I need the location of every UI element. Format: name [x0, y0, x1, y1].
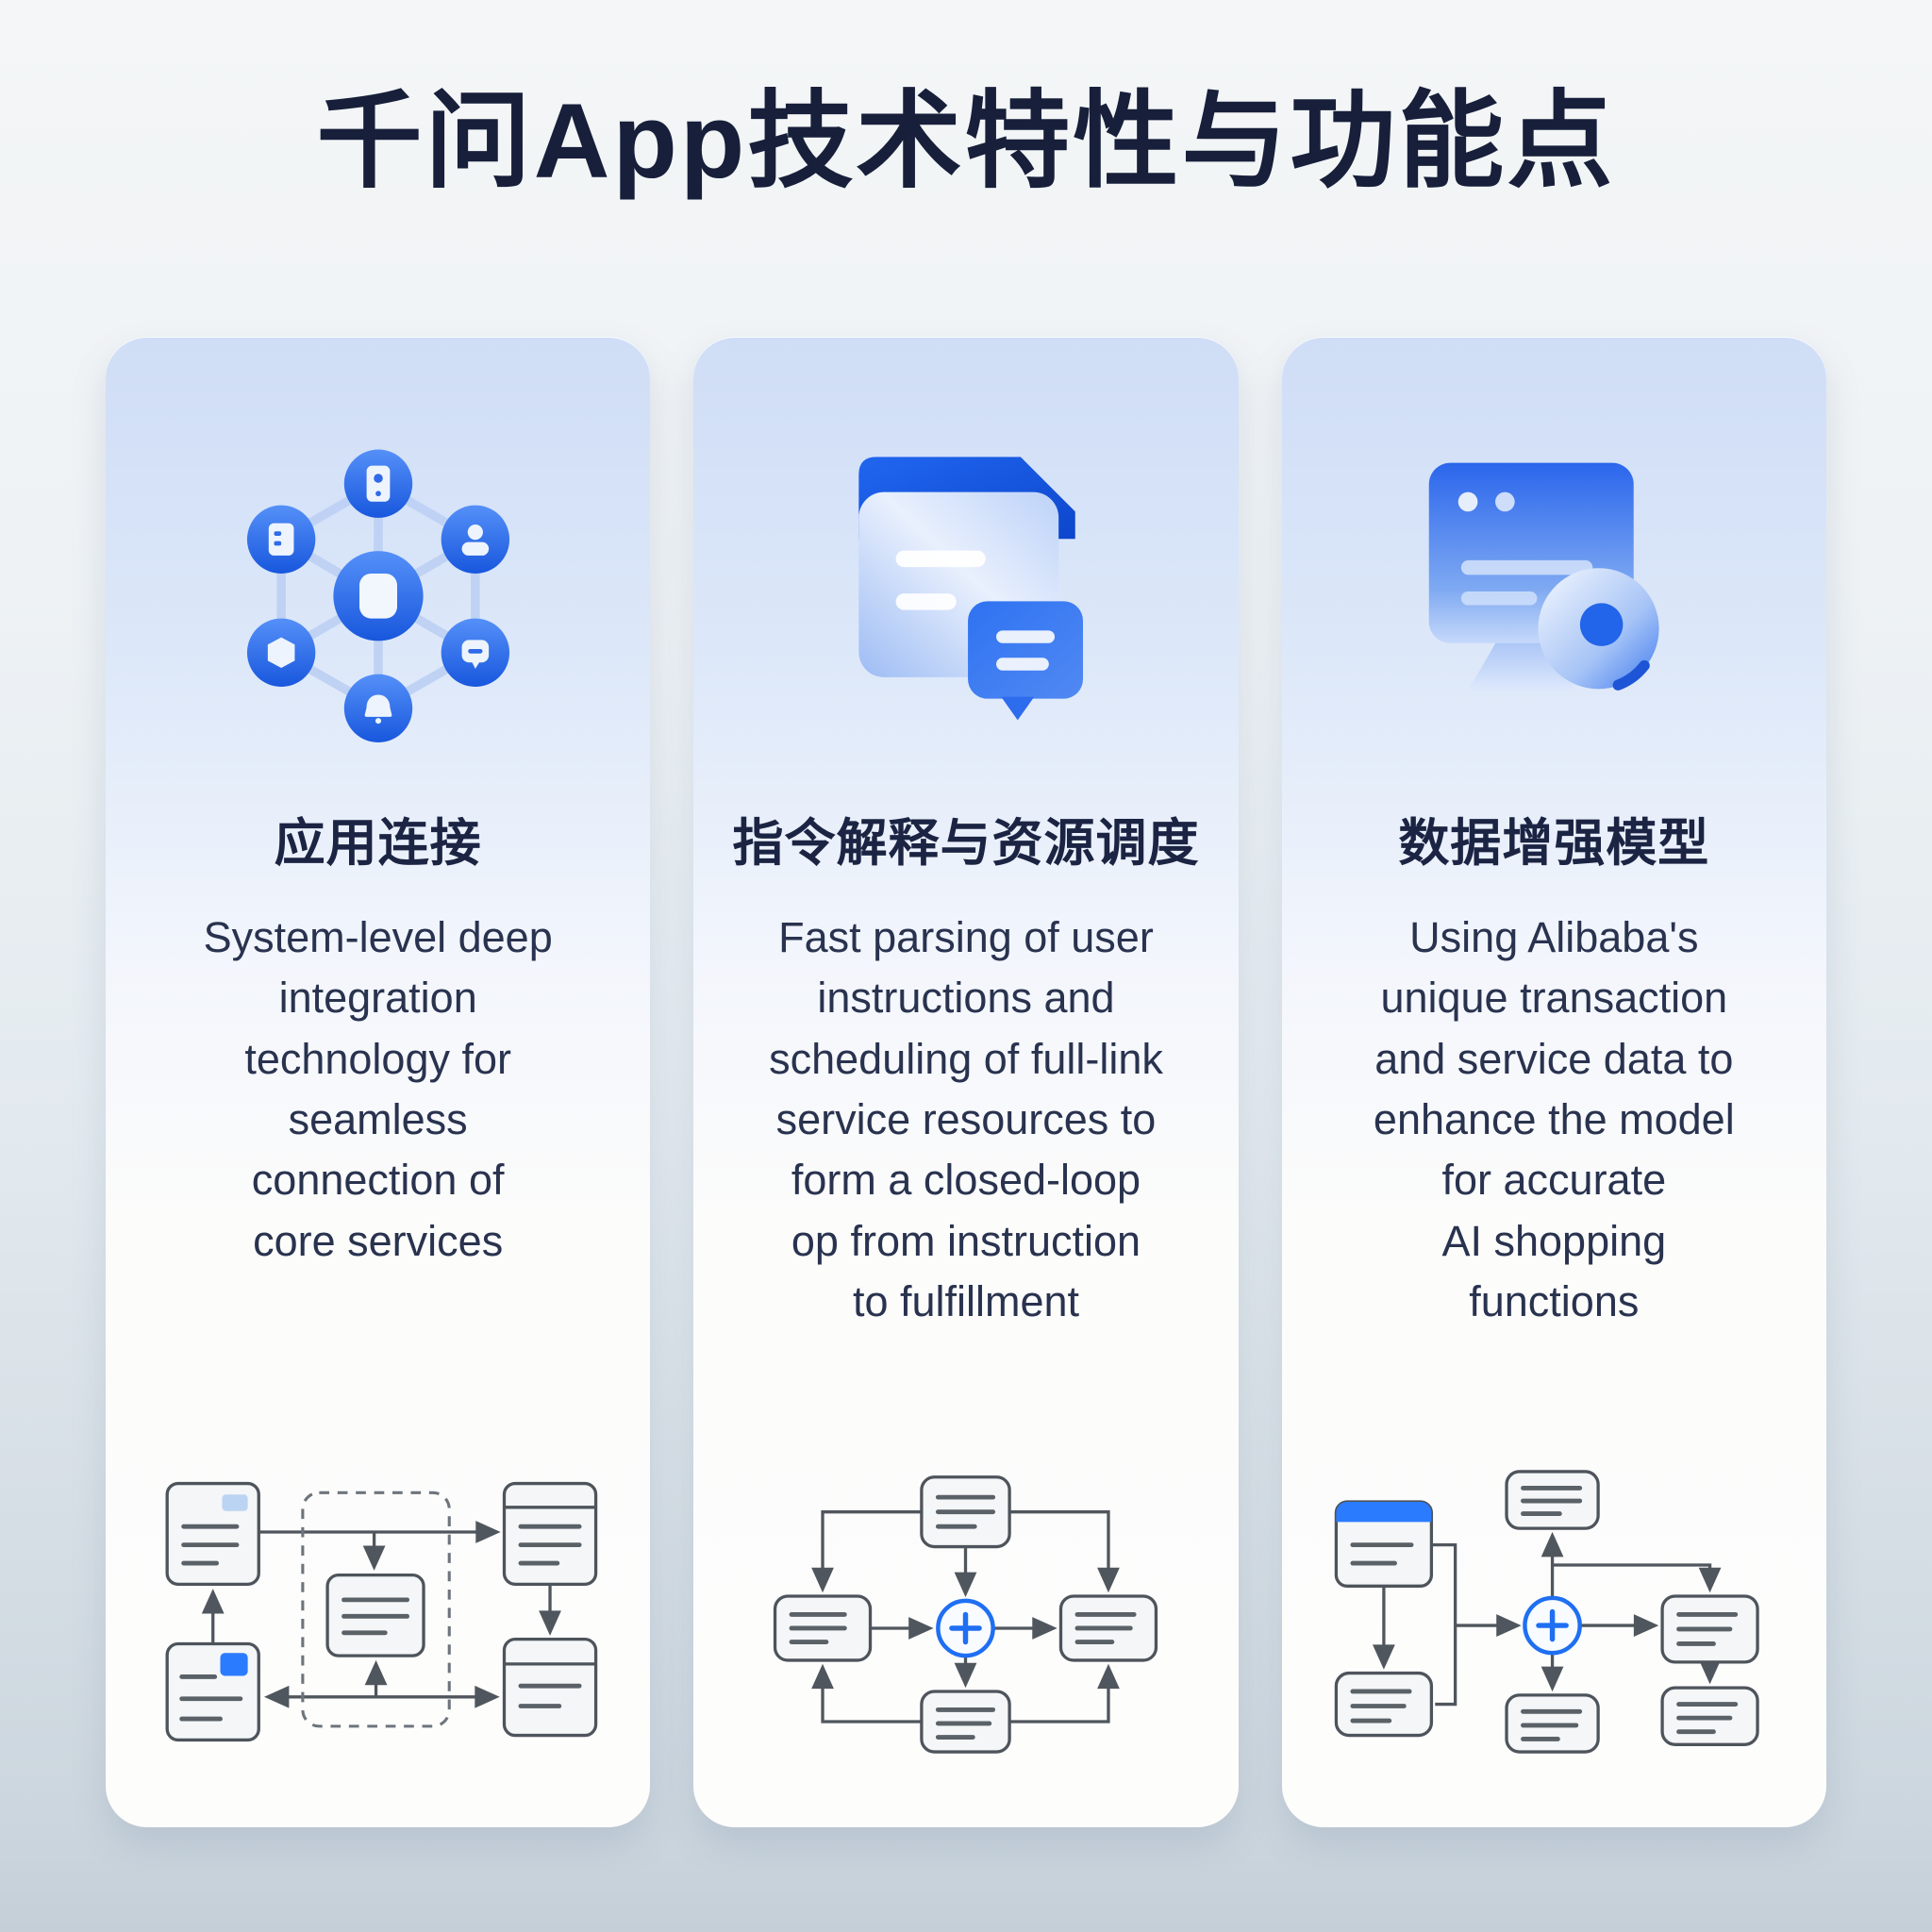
- flow-box: [502, 1637, 598, 1738]
- card-heading: 数据增强模型: [1398, 815, 1710, 872]
- card-icon-area: [1308, 337, 1800, 801]
- flow-arrows: [201, 1521, 562, 1708]
- flow-box: [920, 1690, 1012, 1754]
- person-node-icon: [441, 505, 509, 574]
- flow-box: [1505, 1470, 1600, 1530]
- card-diagram-area: [132, 1470, 624, 1827]
- flow-box: [1660, 1594, 1759, 1664]
- branch-flow-diagram: [1334, 1470, 1759, 1754]
- bell-node-icon: [343, 674, 412, 742]
- network-nodes-icon: [246, 449, 509, 742]
- card-icon-area: [720, 337, 1211, 801]
- flow-box: [1505, 1693, 1600, 1754]
- card-diagram-area: [720, 1470, 1211, 1827]
- flow-box: [1334, 1671, 1433, 1738]
- monitor-disc-icon: [1429, 462, 1659, 691]
- card-icon-area: [132, 337, 624, 801]
- feature-cards: 应用连接 System-level deep integration techn…: [106, 337, 1826, 1827]
- chat-node-icon: [441, 618, 509, 687]
- flow-box: [165, 1641, 261, 1742]
- flow-box: [774, 1594, 873, 1662]
- flow-box: [502, 1481, 598, 1587]
- data-disc: [1538, 568, 1659, 691]
- card-description: System-level deep integration technology…: [203, 913, 553, 1265]
- package-node-icon: [246, 618, 315, 687]
- flow-box: [1660, 1686, 1759, 1746]
- phone-node-icon: [343, 449, 412, 518]
- card-heading: 应用连接: [274, 815, 482, 872]
- merge-plus-node: [936, 1598, 996, 1658]
- flow-box: [165, 1481, 261, 1587]
- dashed-group-frame: [301, 1491, 451, 1728]
- page-title: 千问App技术特性与功能点: [316, 82, 1616, 200]
- flow-box: [920, 1475, 1012, 1549]
- card-description: Using Alibaba's unique transaction and s…: [1373, 913, 1735, 1326]
- hub-flow-diagram: [165, 1481, 598, 1742]
- cross-flow-diagram: [774, 1475, 1158, 1754]
- app-hub-node-icon: [333, 551, 424, 641]
- flow-box-highlighted: [1334, 1500, 1433, 1588]
- flow-arrows: [1372, 1531, 1722, 1707]
- card-data-enhanced-model: 数据增强模型 Using Alibaba's unique transactio…: [1281, 337, 1826, 1827]
- flow-box: [1059, 1594, 1158, 1662]
- merge-plus-node: [1523, 1595, 1582, 1656]
- card-heading: 指令解释与资源调度: [732, 815, 1200, 872]
- card-description: Fast parsing of user instructions and sc…: [769, 913, 1163, 1326]
- card-app-connection: 应用连接 System-level deep integration techn…: [106, 337, 651, 1827]
- chat-bubble: [968, 601, 1083, 721]
- document-node-icon: [246, 505, 315, 574]
- flow-box: [325, 1574, 425, 1657]
- document-chat-icon: [858, 457, 1083, 721]
- flow-arrows: [811, 1510, 1121, 1724]
- card-diagram-area: [1308, 1470, 1800, 1827]
- card-instruction-parsing: 指令解释与资源调度 Fast parsing of user instructi…: [693, 337, 1239, 1827]
